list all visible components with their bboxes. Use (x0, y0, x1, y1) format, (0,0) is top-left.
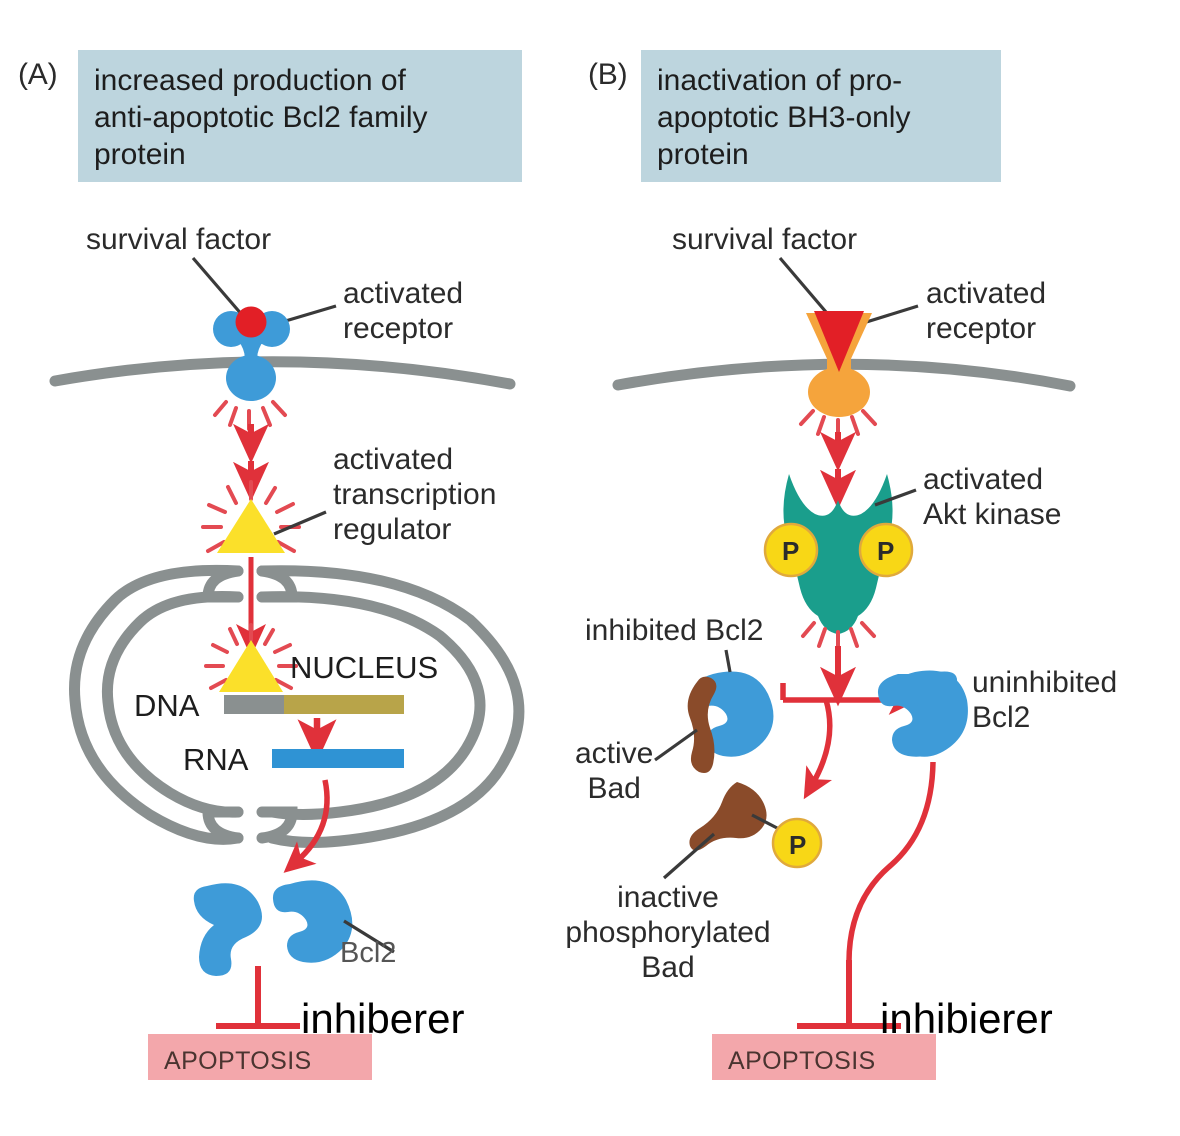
phosphate-circle-bad-b (771, 817, 823, 869)
panel-b-apoptosis-box (712, 1034, 936, 1080)
nuclear-envelope-a (69, 564, 525, 848)
phosphate-label-akt-left: P (782, 536, 800, 566)
transcription-regulator-nucleus-a (219, 640, 283, 692)
panel-a-survival-factor-label: survival factor (86, 223, 272, 256)
leader-transcription-regulator-a (273, 510, 327, 536)
inhibition-symbol-a (216, 966, 300, 1029)
phosphate-circle-akt-right (858, 522, 914, 578)
dna-bar-tan-a (284, 695, 404, 714)
phosphate-bond-bad-b (751, 813, 780, 831)
panel-b-letter: (B) (588, 58, 628, 91)
panel-b-survival-factor-label: survival factor (672, 223, 858, 256)
panel-a-activated-receptor-label: activated receptor (343, 277, 464, 345)
panel-a-annotation: inhiberer (301, 995, 465, 1042)
survival-factor-b (814, 311, 864, 372)
panel-a-bcl2-label: Bcl2 (340, 937, 397, 969)
panel-a-apoptosis-label: APOPTOSIS (164, 1047, 312, 1075)
panel-a-header: increased production of anti-apoptotic B… (78, 50, 522, 182)
panel-a-nucleus-label: NUCLEUS (290, 650, 439, 685)
panel-a-activated-transcription-regulator-label: activated transcription regulator (333, 443, 497, 546)
phosphate-label-akt-right: P (877, 536, 895, 566)
panel-b-active-bad-label: active Bad (575, 737, 654, 805)
phosphorylation-arrow-b (803, 699, 833, 800)
panel-b-annotation: inhibierer (880, 995, 1053, 1042)
rna-bar-a (272, 749, 404, 768)
panel-b-activated-receptor-label: activated receptor (926, 277, 1047, 345)
dna-bar-gray-a (224, 695, 284, 714)
leader-bcl2-a (343, 919, 395, 954)
leader-akt-kinase-b (874, 488, 917, 507)
inactive-phosphorylated-bad-b (689, 782, 767, 851)
panel-b-artwork (612, 256, 1076, 1029)
leader-inhibited-bcl2-b (724, 649, 732, 673)
signal-burst-transcription-regulator-a (201, 480, 301, 553)
survival-factor-a (235, 306, 267, 338)
activated-akt-kinase-b (783, 474, 893, 634)
leader-survival-factor-b (778, 256, 828, 314)
bcl2-proteins-a (193, 880, 353, 976)
active-bad-b (687, 676, 717, 773)
panel-b-apoptosis-label: APOPTOSIS (728, 1047, 876, 1075)
panel-b-uninhibited-bcl2-label: uninhibited Bcl2 (972, 666, 1118, 734)
phosphate-label-bad: P (789, 830, 807, 860)
plasma-membrane-a (49, 356, 516, 390)
leader-survival-factor-a (191, 256, 245, 318)
panel-a-apoptosis-box (148, 1034, 372, 1080)
translation-arrow-a (283, 779, 330, 873)
leader-activated-receptor-b (859, 304, 919, 326)
panel-b-inhibited-bcl2-label: inhibited Bcl2 (585, 614, 764, 647)
panel-b-inactive-phosphorylated-bad-label: inactive phosphorylated Bad (565, 881, 771, 984)
panel-b-activated-akt-kinase-label: activated Akt kinase (923, 463, 1062, 531)
panel-a-dna-label: DNA (134, 688, 200, 723)
panel-a-rna-label: RNA (183, 742, 249, 777)
panel-a-artwork (49, 256, 525, 1029)
signal-burst-receptor-a (213, 400, 287, 431)
uninhibited-bcl2-body-b (890, 670, 968, 757)
bcl2-inhibition-line-b (846, 761, 936, 966)
phosphate-circle-akt-left (763, 522, 819, 578)
signal-burst-nucleus-regulator-a (204, 623, 298, 690)
leader-inactive-bad-b (662, 832, 716, 880)
signal-burst-receptor-b (799, 409, 877, 440)
activated-transcription-regulator-a (217, 499, 285, 553)
signal-burst-akt-b (801, 621, 876, 652)
panel-a-letter: (A) (18, 58, 58, 91)
panel-b-header: inactivation of pro- apoptotic BH3-only … (641, 50, 1001, 182)
leader-active-bad-b (654, 728, 698, 762)
inhibition-symbol-b (797, 960, 901, 1029)
